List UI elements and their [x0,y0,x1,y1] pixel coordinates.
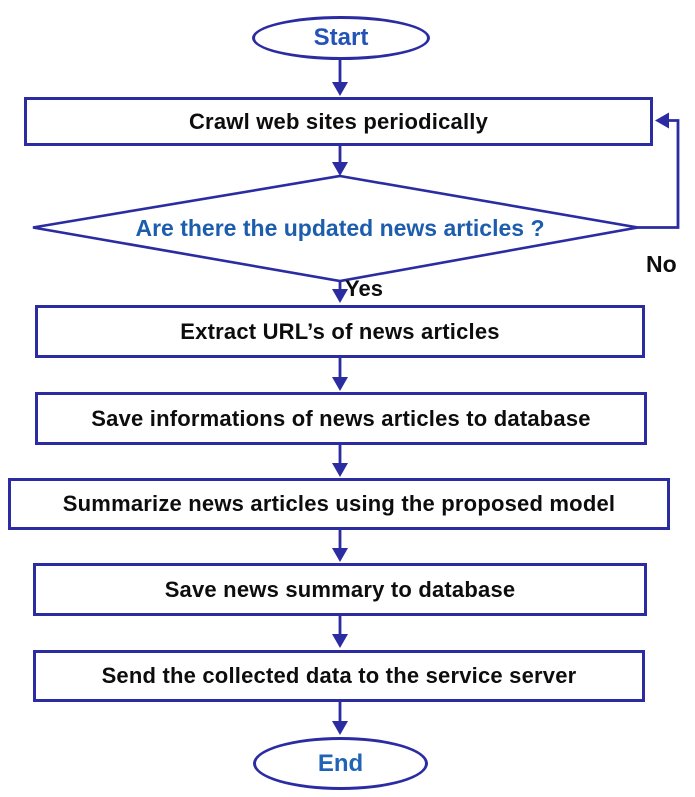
arrowhead-savesummary-send [332,634,348,648]
start-label: Start [313,24,369,51]
start-terminator: Start [252,16,430,60]
no-edge-label: No [646,251,677,277]
end-terminator: End [253,737,428,790]
process-summarize-label: Summarize news articles using the propos… [62,491,616,516]
process-save-informations-label: Save informations of news articles to da… [91,405,591,431]
process-extract-urls: Extract URL’s of news articles [35,305,645,358]
process-send-label: Send the collected data to the service s… [101,663,577,688]
no-loop-connector [638,119,680,229]
arrowhead-start-crawl [332,82,348,96]
process-save-informations: Save informations of news articles to da… [35,392,647,445]
process-save-summary: Save news summary to database [33,563,647,616]
process-extract-label: Extract URL’s of news articles [180,318,500,344]
process-crawl-label: Crawl web sites periodically [188,108,489,134]
decision-label: Are there the updated news articles ? [135,214,545,241]
arrowhead-send-end [332,721,348,735]
arrowhead-saveinfo-summarize [332,463,348,477]
arrowhead-crawl-decision [332,162,348,176]
process-send-collected-data: Send the collected data to the service s… [33,650,645,702]
yes-edge-label: Yes [345,276,383,301]
arrowhead-summarize-savesummary [332,548,348,562]
arrowhead-decision-extract [332,289,348,303]
process-save-summary-label: Save news summary to database [164,576,516,602]
process-crawl-web-sites: Crawl web sites periodically [24,97,653,146]
end-label: End [317,749,364,777]
decision-updated-articles: Are there the updated news articles ? [40,206,640,250]
process-summarize: Summarize news articles using the propos… [8,478,670,530]
arrowhead-extract-saveinfo [332,377,348,391]
arrowhead-no-loop [655,112,669,129]
